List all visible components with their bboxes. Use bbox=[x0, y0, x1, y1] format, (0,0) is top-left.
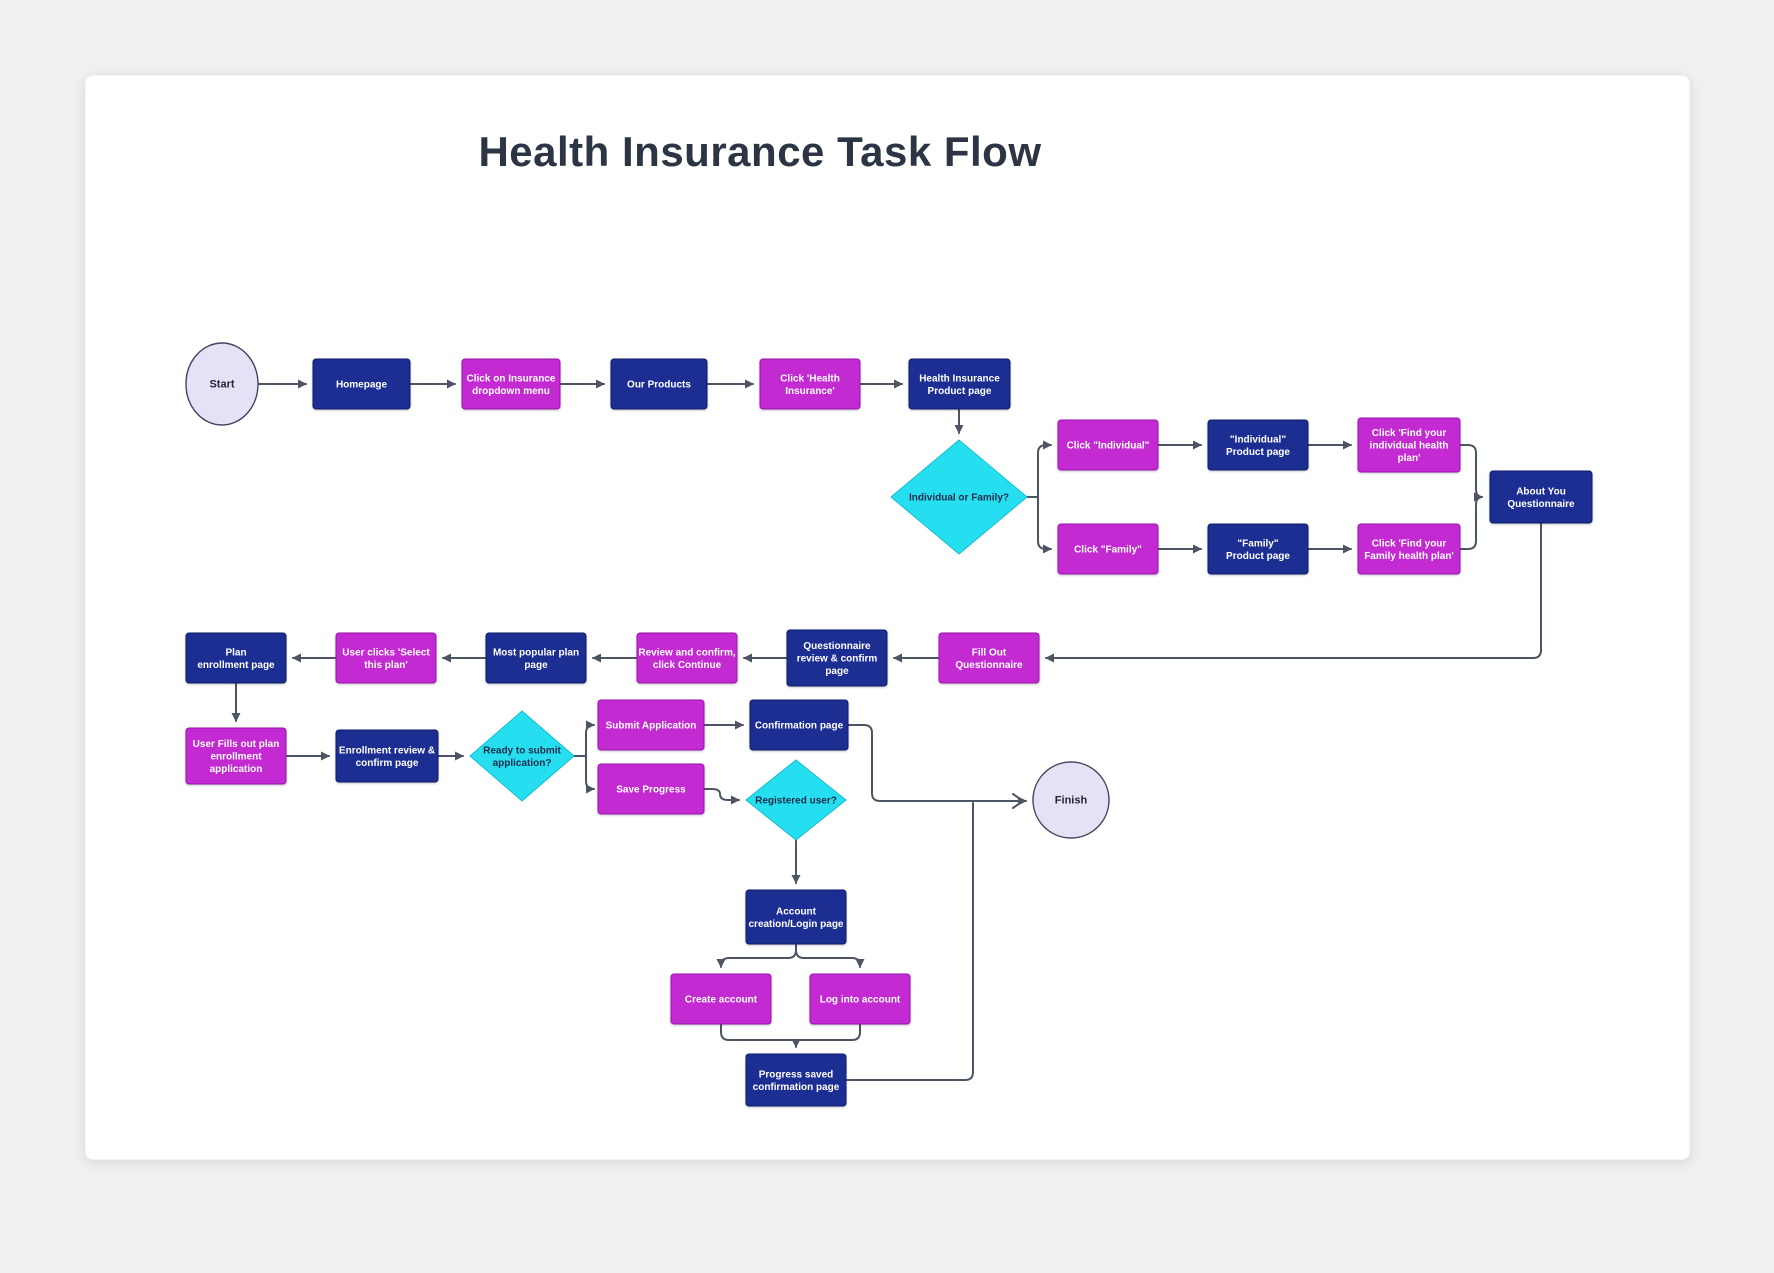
action-shape bbox=[185, 727, 287, 785]
node-click-individual[interactable]: Click "Individual" bbox=[1057, 419, 1159, 471]
edge-confirmation-page-to-finish bbox=[847, 724, 1027, 806]
action-shape bbox=[1357, 417, 1461, 473]
process-shape bbox=[185, 632, 287, 684]
action-shape bbox=[597, 699, 705, 751]
node-save-progress[interactable]: Save Progress bbox=[597, 763, 705, 815]
node-start[interactable]: Start bbox=[185, 342, 259, 426]
edge-individual-or-family-to-click-individual bbox=[1037, 440, 1052, 498]
node-individual-product-page[interactable]: "Individual"Product page bbox=[1207, 419, 1309, 471]
node-our-products[interactable]: Our Products bbox=[610, 358, 708, 410]
process-shape bbox=[312, 358, 411, 410]
edge-ready-to-submit-to-save-progress bbox=[585, 755, 595, 794]
process-shape bbox=[1207, 419, 1309, 471]
action-shape bbox=[670, 973, 772, 1025]
process-shape bbox=[745, 889, 847, 945]
edge-account-creation-login-to-create-account bbox=[716, 949, 797, 968]
process-shape bbox=[610, 358, 708, 410]
node-submit-application[interactable]: Submit Application bbox=[597, 699, 705, 751]
node-enrollment-review-confirm[interactable]: Enrollment review &confirm page bbox=[335, 729, 439, 783]
action-shape bbox=[461, 358, 561, 410]
whiteboard-canvas[interactable] bbox=[84, 74, 1691, 1161]
node-confirmation-page[interactable]: Confirmation page bbox=[749, 699, 849, 751]
node-review-confirm-continue[interactable]: Review and confirm,click Continue bbox=[636, 632, 738, 684]
process-shape bbox=[1207, 523, 1309, 575]
process-shape bbox=[745, 1053, 847, 1107]
action-shape bbox=[636, 632, 738, 684]
node-finish[interactable]: Finish bbox=[1032, 761, 1110, 839]
process-shape bbox=[749, 699, 849, 751]
process-shape bbox=[1489, 470, 1593, 524]
action-shape bbox=[335, 632, 437, 684]
action-shape bbox=[597, 763, 705, 815]
edge-log-into-account-to-merge-stem bbox=[795, 1023, 861, 1041]
node-homepage[interactable]: Homepage bbox=[312, 358, 411, 410]
node-family-product-page[interactable]: "Family"Product page bbox=[1207, 523, 1309, 575]
process-shape bbox=[335, 729, 439, 783]
process-shape bbox=[485, 632, 587, 684]
action-shape bbox=[1357, 523, 1461, 575]
action-shape bbox=[809, 973, 911, 1025]
edge-about-you-questionnaire-to-fill-out-questionnaire bbox=[1045, 522, 1542, 663]
decision-diamond-shape bbox=[890, 439, 1028, 555]
decision-diamond-shape bbox=[469, 710, 575, 802]
edges-layer bbox=[231, 379, 1542, 1081]
process-shape bbox=[908, 358, 1011, 410]
node-create-account[interactable]: Create account bbox=[670, 973, 772, 1025]
decision-diamond-shape bbox=[745, 759, 847, 841]
action-shape bbox=[938, 632, 1040, 684]
terminal-circle-shape bbox=[1032, 761, 1110, 839]
terminal-circle-shape bbox=[185, 342, 259, 426]
diagram-title: Health Insurance Task Flow bbox=[478, 128, 1041, 175]
edge-create-account-to-merge-stem bbox=[720, 1023, 797, 1041]
process-shape bbox=[786, 629, 888, 687]
node-log-into-account[interactable]: Log into account bbox=[809, 973, 911, 1025]
action-shape bbox=[1057, 523, 1159, 575]
node-click-family[interactable]: Click "Family" bbox=[1057, 523, 1159, 575]
edge-finish-extra-chevron-to-finish bbox=[1012, 793, 1024, 809]
edge-individual-or-family-to-click-family bbox=[1037, 496, 1052, 554]
edge-progress-saved-confirmation-to-finish bbox=[845, 802, 974, 1081]
edge-ready-to-submit-to-submit-application bbox=[585, 720, 595, 757]
edge-account-creation-login-to-log-into-account bbox=[795, 949, 865, 968]
action-shape bbox=[1057, 419, 1159, 471]
action-shape bbox=[759, 358, 861, 410]
edge-save-progress-to-registered-user bbox=[703, 788, 740, 805]
edge-click-find-family-plan-to-about-you-questionnaire bbox=[1459, 492, 1483, 550]
